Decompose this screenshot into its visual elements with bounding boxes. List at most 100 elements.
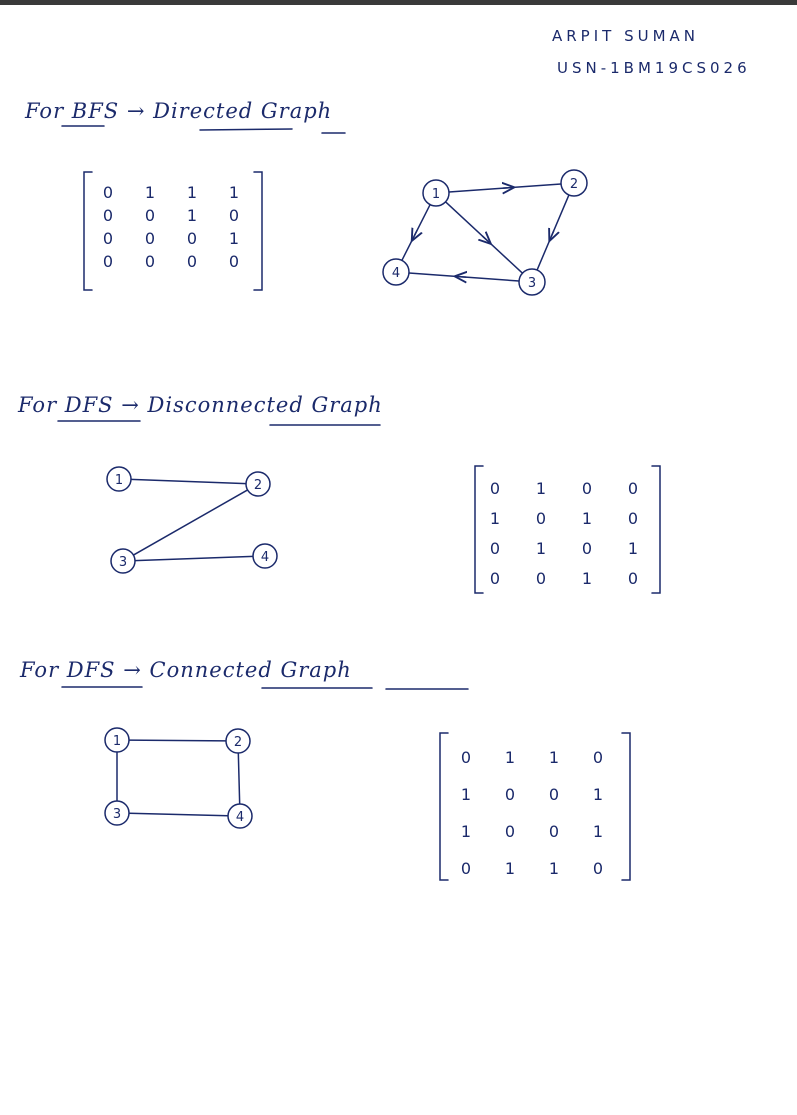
matrix-cell: 0 xyxy=(145,252,155,271)
heading-bfs-directed: For BFS → Directed Graph xyxy=(24,99,332,123)
matrix-cell: 0 xyxy=(187,252,197,271)
node-label: 2 xyxy=(570,177,578,192)
matrix-cell: 1 xyxy=(505,748,515,767)
matrix-cell: 0 xyxy=(490,539,500,558)
heading-underline xyxy=(61,125,346,134)
graph-node: 2 xyxy=(245,471,271,497)
matrix-cell: 1 xyxy=(628,539,638,558)
graph-edge xyxy=(132,489,249,556)
directed-graph-bfs: 1 2 3 4 xyxy=(382,169,588,296)
node-label: 3 xyxy=(113,807,121,822)
edge-arrowhead xyxy=(414,231,417,236)
connected-graph-dfs: 1 2 3 4 xyxy=(104,727,253,829)
matrix-cell: 1 xyxy=(187,183,197,202)
matrix-cell: 1 xyxy=(549,859,559,878)
matrix-right-bracket xyxy=(651,465,661,594)
node-label: 4 xyxy=(261,550,269,565)
matrix-cell: 1 xyxy=(549,748,559,767)
matrix-cell: 1 xyxy=(490,509,500,528)
matrix-cell: 0 xyxy=(103,229,113,248)
top-border xyxy=(0,0,797,5)
matrix-cell: 0 xyxy=(490,569,500,588)
matrix-cell: 0 xyxy=(549,785,559,804)
adjacency-matrix-bfs: 0 1 1 1 0 0 1 0 0 0 0 1 0 0 0 0 xyxy=(83,171,263,291)
graph-edge xyxy=(134,555,254,562)
matrix-cell: 0 xyxy=(628,479,638,498)
matrix-cell: 0 xyxy=(582,539,592,558)
matrix-left-bracket xyxy=(439,732,449,881)
matrix-cell: 0 xyxy=(628,509,638,528)
node-label: 1 xyxy=(113,734,121,749)
matrix-cell: 1 xyxy=(593,785,603,804)
graph-edge xyxy=(130,478,247,485)
matrix-cell: 0 xyxy=(103,183,113,202)
matrix-cell: 0 xyxy=(549,822,559,841)
node-label: 3 xyxy=(119,555,127,570)
matrix-right-bracket xyxy=(621,732,631,881)
matrix-cell: 0 xyxy=(145,206,155,225)
matrix-cell: 0 xyxy=(536,509,546,528)
heading-dfs-disconnected: For DFS → Disconnected Graph xyxy=(17,393,383,417)
adjacency-matrix-dfs-disconnected: 0 1 0 0 1 0 1 0 0 1 0 1 0 0 1 0 xyxy=(474,465,661,594)
node-label: 3 xyxy=(528,276,536,291)
heading-underline xyxy=(61,686,469,690)
matrix-left-bracket xyxy=(474,465,484,594)
heading-underline xyxy=(57,420,381,426)
edge-arrowhead xyxy=(483,236,487,240)
graph-node: 1 xyxy=(106,466,132,492)
node-label: 1 xyxy=(432,187,440,202)
heading-dfs-connected: For DFS → Connected Graph xyxy=(19,658,352,682)
graph-node: 3 xyxy=(110,548,136,574)
matrix-cell: 1 xyxy=(536,479,546,498)
matrix-cell: 1 xyxy=(461,822,471,841)
author-usn: USN-1BM19CS026 xyxy=(557,59,751,77)
graph-node: 2 xyxy=(560,169,588,197)
edge-arrowhead xyxy=(551,231,553,237)
graph-node: 1 xyxy=(422,179,450,207)
disconnected-graph-dfs: 1 2 3 4 xyxy=(106,466,278,574)
graph-edge xyxy=(128,739,227,742)
graph-edge xyxy=(128,812,229,817)
graph-node: 4 xyxy=(252,543,278,569)
matrix-cell: 0 xyxy=(187,229,197,248)
matrix-left-bracket xyxy=(83,171,93,291)
node-label: 2 xyxy=(234,735,242,750)
matrix-cell: 0 xyxy=(103,206,113,225)
matrix-cell: 1 xyxy=(187,206,197,225)
graph-edge xyxy=(237,752,241,805)
matrix-cell: 0 xyxy=(461,748,471,767)
graph-node: 4 xyxy=(227,803,253,829)
matrix-cell: 1 xyxy=(582,509,592,528)
node-label: 2 xyxy=(254,478,262,493)
matrix-cell: 1 xyxy=(505,859,515,878)
matrix-cell: 1 xyxy=(229,229,239,248)
matrix-cell: 0 xyxy=(461,859,471,878)
matrix-cell: 0 xyxy=(490,479,500,498)
matrix-cell: 1 xyxy=(582,569,592,588)
author-name: ARPIT SUMAN xyxy=(552,27,699,45)
matrix-cell: 0 xyxy=(628,569,638,588)
matrix-right-bracket xyxy=(253,171,263,291)
graph-node: 3 xyxy=(518,268,546,296)
matrix-cell: 0 xyxy=(593,748,603,767)
matrix-cell: 1 xyxy=(461,785,471,804)
node-label: 1 xyxy=(115,473,123,488)
matrix-cell: 0 xyxy=(103,252,113,271)
matrix-cell: 1 xyxy=(593,822,603,841)
graph-node: 1 xyxy=(104,727,130,753)
matrix-cell: 0 xyxy=(505,822,515,841)
matrix-cell: 0 xyxy=(505,785,515,804)
matrix-cell: 1 xyxy=(145,183,155,202)
matrix-cell: 0 xyxy=(582,479,592,498)
graph-node: 4 xyxy=(382,258,410,286)
matrix-cell: 0 xyxy=(536,569,546,588)
matrix-cell: 0 xyxy=(229,206,239,225)
matrix-cell: 0 xyxy=(145,229,155,248)
matrix-cell: 1 xyxy=(536,539,546,558)
matrix-cell: 1 xyxy=(229,183,239,202)
node-label: 4 xyxy=(236,810,244,825)
node-label: 4 xyxy=(392,266,400,281)
graph-node: 2 xyxy=(225,728,251,754)
matrix-cell: 0 xyxy=(229,252,239,271)
